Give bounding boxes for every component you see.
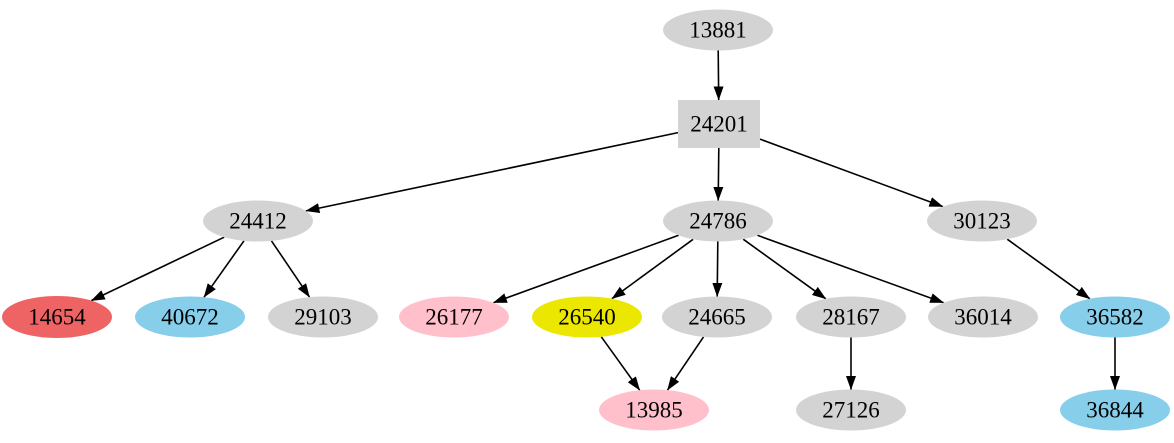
graph-edge xyxy=(712,241,723,297)
graph-edge xyxy=(1006,238,1091,300)
node-label: 24201 xyxy=(690,112,748,137)
nodes-layer: 13881 24201 24412 24786 30123 14654 40672 29103… xyxy=(2,9,1170,431)
graph-edge xyxy=(600,336,641,391)
graph-edge xyxy=(666,336,705,391)
node-label: 36844 xyxy=(1086,398,1144,423)
node-ellipse-shape xyxy=(1060,389,1170,431)
node-ellipse-shape xyxy=(268,296,378,338)
graph-node: 36844 xyxy=(1060,389,1170,431)
graph-edge xyxy=(492,234,679,304)
node-box-shape xyxy=(678,100,760,148)
graph-edge xyxy=(270,240,311,298)
node-ellipse-shape xyxy=(1060,296,1170,338)
node-label: 30123 xyxy=(953,209,1011,234)
node-ellipse-shape xyxy=(796,296,906,338)
node-label: 24786 xyxy=(689,209,747,234)
node-ellipse-shape xyxy=(135,296,245,338)
node-ellipse-shape xyxy=(2,296,112,338)
node-ellipse-shape xyxy=(203,200,313,242)
node-label: 40672 xyxy=(161,305,219,330)
node-ellipse-shape xyxy=(796,389,906,431)
graph-edge xyxy=(759,138,944,208)
graph-node: 28167 xyxy=(796,296,906,338)
node-label: 29103 xyxy=(294,305,352,330)
node-label: 24412 xyxy=(229,209,287,234)
node-label: 26177 xyxy=(425,305,483,330)
graph-node: 14654 xyxy=(2,296,112,338)
node-label: 26540 xyxy=(558,305,616,330)
graph-node: 24665 xyxy=(662,296,772,338)
graph-node: 26177 xyxy=(399,296,509,338)
node-ellipse-shape xyxy=(662,296,772,338)
graph-edge xyxy=(90,236,225,302)
graph-node: 26540 xyxy=(532,296,642,338)
node-ellipse-shape xyxy=(599,389,709,431)
graph-edge xyxy=(611,238,694,300)
graph-node: 24786 xyxy=(663,200,773,242)
node-label: 28167 xyxy=(822,305,880,330)
graph-edge xyxy=(305,131,679,214)
graph-node: 13881 xyxy=(663,9,773,51)
graph-node: 36582 xyxy=(1060,296,1170,338)
node-label: 14654 xyxy=(28,305,86,330)
node-label: 13881 xyxy=(689,18,747,43)
graph-edge xyxy=(713,147,724,201)
graph-edge xyxy=(713,50,724,101)
node-ellipse-shape xyxy=(663,9,773,51)
graph-edge xyxy=(742,238,827,300)
node-label: 24665 xyxy=(688,305,746,330)
graph-node: 36014 xyxy=(928,296,1038,338)
node-ellipse-shape xyxy=(927,200,1037,242)
graph-node: 24201 xyxy=(678,100,760,148)
graph-edge xyxy=(203,240,245,298)
graph-node: 29103 xyxy=(268,296,378,338)
node-label: 27126 xyxy=(822,398,880,423)
node-ellipse-shape xyxy=(399,296,509,338)
node-label: 36014 xyxy=(954,305,1012,330)
graph-edge xyxy=(757,234,945,304)
node-ellipse-shape xyxy=(532,296,642,338)
graph-node: 30123 xyxy=(927,200,1037,242)
edges-layer xyxy=(90,50,1120,391)
node-ellipse-shape xyxy=(663,200,773,242)
graph-node: 27126 xyxy=(796,389,906,431)
node-ellipse-shape xyxy=(928,296,1038,338)
graph-node: 13985 xyxy=(599,389,709,431)
graph-node: 40672 xyxy=(135,296,245,338)
node-label: 13985 xyxy=(625,398,683,423)
node-label: 36582 xyxy=(1086,305,1144,330)
graph-node: 24412 xyxy=(203,200,313,242)
